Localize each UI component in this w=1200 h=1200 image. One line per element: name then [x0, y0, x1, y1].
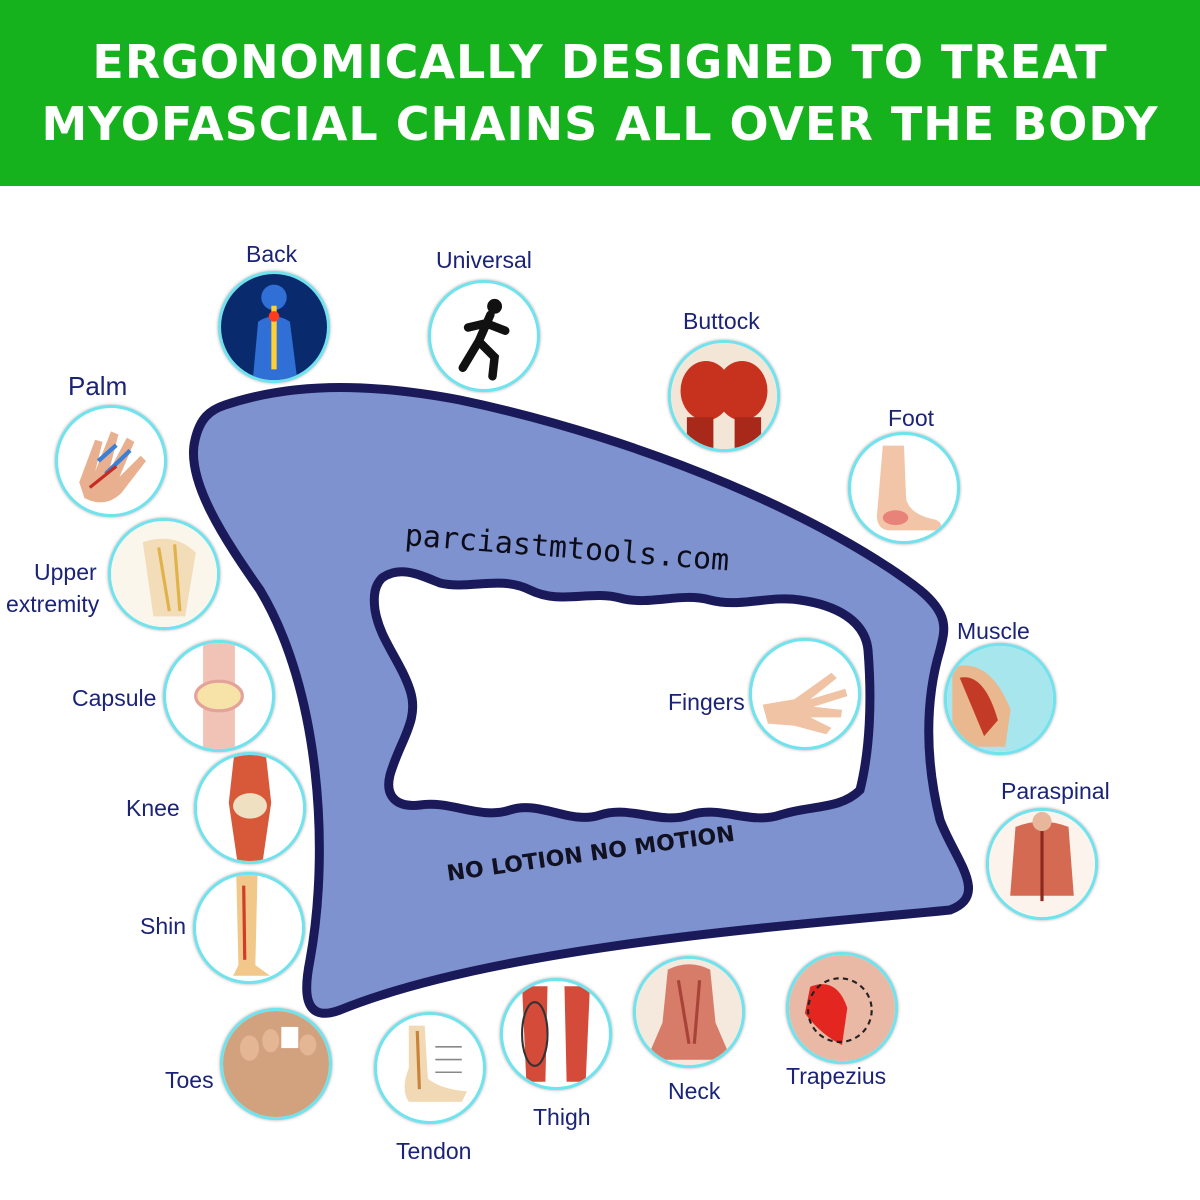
label-paraspinal: Paraspinal [1001, 778, 1110, 804]
label-palm: Palm [68, 371, 128, 401]
fingers-icon [749, 638, 861, 750]
label-capsule: Capsule [72, 685, 157, 711]
label-fingers: Fingers [668, 689, 745, 715]
banner-title-line-2: MYOFASCIAL CHAINS ALL OVER THE BODY [41, 97, 1159, 151]
foot-icon [848, 432, 960, 544]
label-upper-extremity-2: extremity [6, 591, 100, 617]
muscle-icon [944, 643, 1056, 755]
shin-icon [193, 872, 305, 984]
label-universal: Universal [436, 247, 532, 273]
label-knee: Knee [126, 795, 180, 821]
label-muscle: Muscle [957, 618, 1030, 644]
banner-title-line-1: ERGONOMICALLY DESIGNED TO TREAT [92, 35, 1108, 89]
upper-extremity-icon [108, 518, 220, 630]
trapezius-icon [786, 952, 898, 1064]
label-thigh: Thigh [533, 1104, 591, 1130]
label-foot: Foot [888, 405, 935, 431]
label-neck: Neck [668, 1078, 721, 1104]
header-banner: ERGONOMICALLY DESIGNED TO TREAT MYOFASCI… [0, 0, 1200, 186]
label-trapezius: Trapezius [786, 1063, 887, 1089]
buttock-icon [668, 340, 780, 452]
thigh-icon [500, 978, 612, 1090]
universal-icon [428, 280, 540, 392]
label-back: Back [246, 241, 298, 267]
neck-icon [633, 956, 745, 1068]
paraspinal-icon [986, 808, 1098, 920]
palm-icon [55, 405, 167, 517]
tool-window [369, 567, 875, 823]
toes-icon [220, 1008, 332, 1120]
knee-icon [194, 752, 306, 864]
label-shin: Shin [140, 913, 187, 939]
label-toes: Toes [165, 1067, 214, 1093]
back-icon [218, 271, 330, 383]
label-buttock: Buttock [683, 308, 760, 334]
capsule-icon [163, 640, 275, 752]
label-tendon: Tendon [396, 1138, 472, 1164]
label-upper-extremity-1: Upper [34, 559, 97, 585]
tendon-icon [374, 1012, 486, 1124]
